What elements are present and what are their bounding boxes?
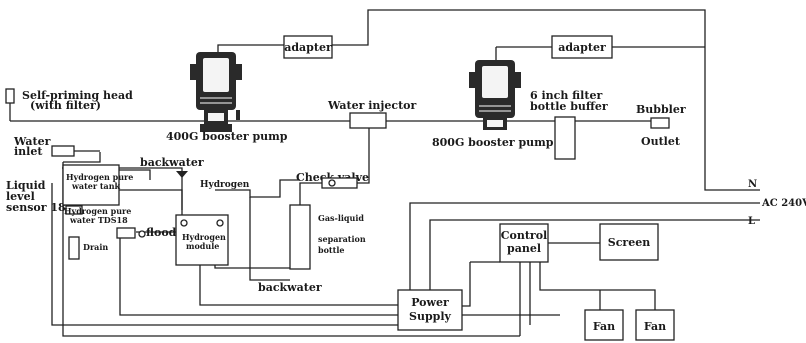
- fan-1-box: [584, 309, 624, 341]
- module-port-2-icon: [216, 219, 224, 227]
- control-panel-label: Control: [501, 229, 547, 242]
- hydrogen-module-label: Hydrogen: [182, 232, 226, 242]
- adapter-2-label: adapter: [558, 41, 606, 54]
- backwater-funnel-icon: [176, 171, 188, 178]
- filter-bottle-box: [554, 116, 576, 160]
- booster-pump-400-label: 400G booster pump: [166, 130, 288, 143]
- water-inlet-label-2: inlet: [14, 145, 43, 158]
- booster-pump-400-icon: [190, 52, 242, 132]
- module-port-1-icon: [180, 219, 188, 227]
- tds-label: Hydrogen pure: [64, 206, 131, 216]
- adapter-2-box: [551, 35, 613, 59]
- backwater-bottom-label: backwater: [258, 281, 322, 294]
- hydrogen-water-tank-label: Hydrogen pure: [66, 172, 133, 182]
- bubbler-label: Bubbler: [636, 103, 686, 116]
- control-panel-box: [499, 223, 549, 263]
- drain-label: Drain: [83, 242, 108, 252]
- filter-bottle-label: 6 inch filter: [530, 89, 602, 102]
- water-injector-box: [349, 112, 387, 129]
- outlet-label: Outlet: [641, 135, 681, 148]
- booster-pump-800-label: 800G booster pump: [432, 136, 554, 149]
- tds-label-2: water TDS18: [69, 215, 128, 225]
- hydrogen-water-tank-label-2: water tank: [71, 181, 121, 191]
- filter-bottle-label-2: bottle buffer: [530, 100, 608, 113]
- water-inlet-box: [51, 145, 75, 157]
- fan-2-box: [635, 309, 675, 341]
- self-priming-head-label: Self-priming head: [22, 89, 133, 102]
- fan-1-label: Fan: [593, 320, 615, 333]
- screen-label: Screen: [608, 236, 650, 249]
- hydrogen-water-tank-box: [62, 164, 120, 206]
- tds-sensor-box: [116, 227, 136, 239]
- tank-sensor-box: [65, 205, 83, 215]
- check-valve-box: [321, 177, 358, 189]
- water-injector-label: Water injector: [327, 99, 417, 112]
- liquid-level-label: Liquid: [6, 179, 46, 192]
- connection-lines: [30, 9, 760, 337]
- adapter-1-box: [283, 35, 333, 59]
- control-panel-label-2: panel: [507, 242, 541, 255]
- liquid-level-label-2: level: [6, 190, 35, 203]
- gas-liquid-label: Gas-liquid: [318, 213, 364, 223]
- booster-pump-800-icon: [469, 60, 521, 130]
- gas-liquid-bottle-box: [289, 204, 311, 270]
- gas-liquid-label-2: separation: [318, 234, 366, 244]
- power-supply-label: Power: [411, 296, 449, 309]
- fan-2-label: Fan: [644, 320, 666, 333]
- bubbler-box: [650, 117, 670, 129]
- power-supply-label-2: Supply: [409, 310, 452, 323]
- gas-liquid-label-3: bottle: [318, 245, 344, 255]
- power-supply-box: [397, 289, 463, 331]
- hydrogen-label: Hydrogen: [200, 180, 250, 190]
- ac-voltage-label: AC 240V: [761, 198, 806, 209]
- drain-box: [68, 236, 80, 260]
- adapter-1-label: adapter: [284, 41, 332, 54]
- liquid-level-label-3: sensor 18: [6, 201, 66, 214]
- n-terminal-label: N: [748, 179, 757, 190]
- tds-sensor-port-icon: [138, 230, 146, 238]
- self-priming-head-label-2: (with filter): [30, 99, 101, 112]
- backwater-top-label: backwater: [140, 156, 204, 169]
- check-valve-ball-icon: [328, 179, 336, 187]
- self-priming-head-icon: [5, 88, 30, 122]
- screen-box: [599, 223, 659, 261]
- l-terminal-label: L: [748, 216, 755, 227]
- water-inlet-label: Water: [13, 135, 51, 148]
- hydrogen-module-label-2: module: [186, 241, 219, 251]
